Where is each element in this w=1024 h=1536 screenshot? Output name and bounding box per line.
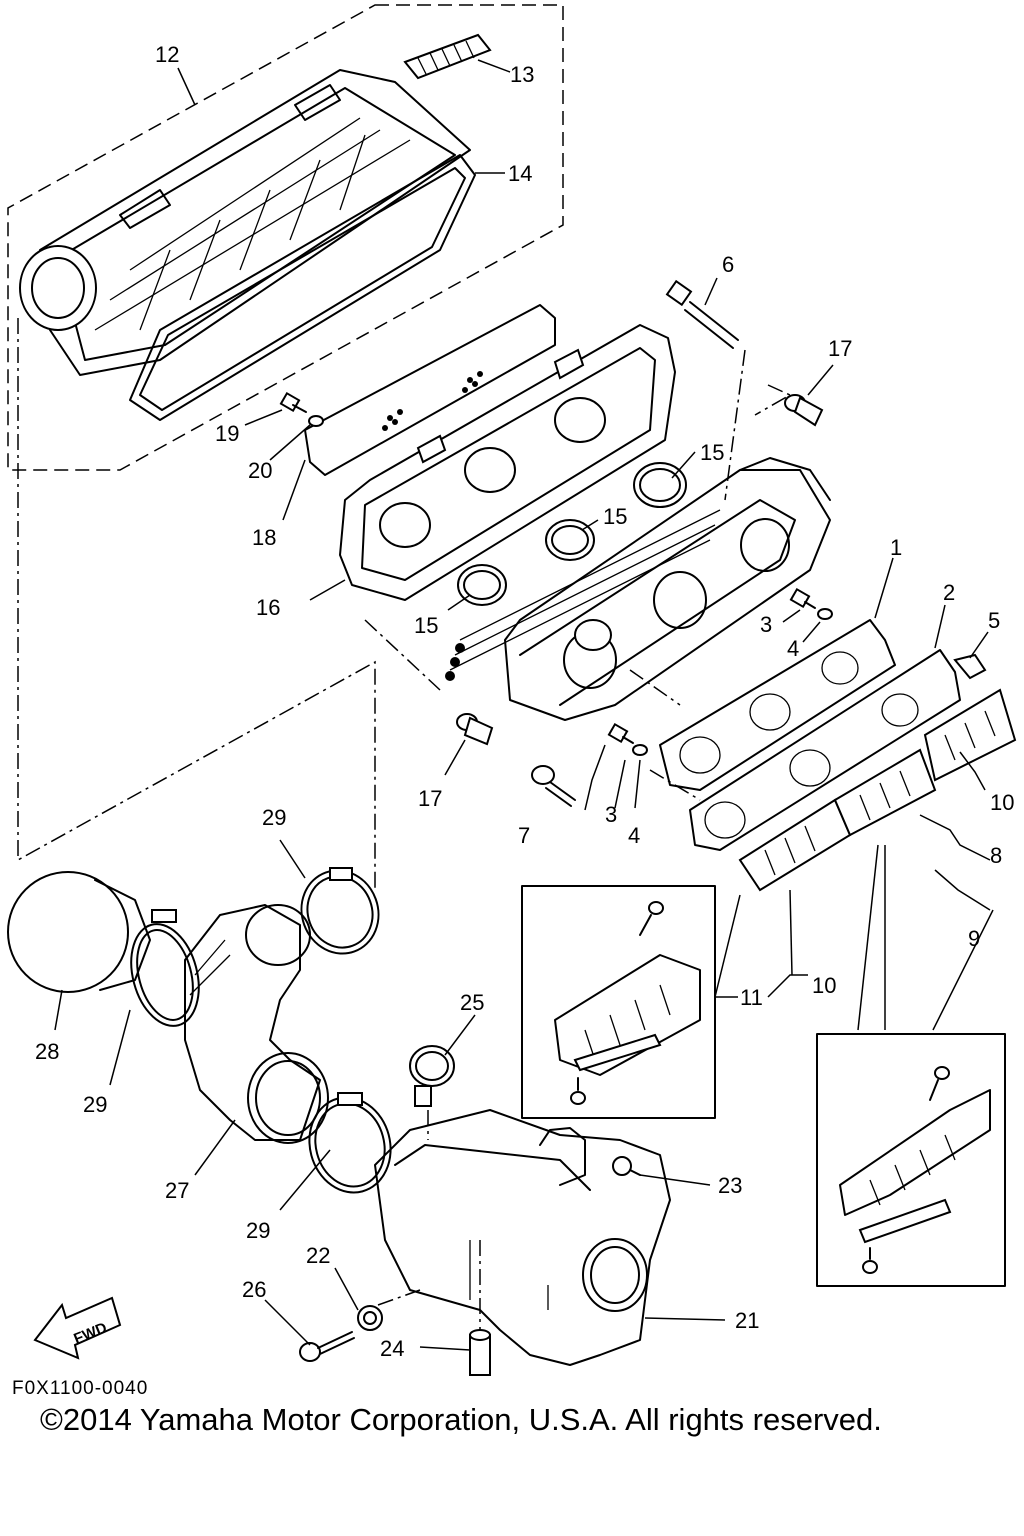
part-15-o-ring-inner [639, 468, 681, 502]
callout-4: 4 [787, 636, 799, 661]
assembly-line-plates [629, 669, 701, 801]
callout-3: 3 [605, 802, 617, 827]
leader-lines [54, 59, 994, 1351]
callout-5: 5 [988, 608, 1000, 633]
assembly-line-housing [377, 1110, 481, 1330]
part-15-o-ring-inner [551, 525, 589, 555]
callout-labels: 12 13 14 6 17 15 15 15 16 19 20 18 1 2 5… [35, 42, 1014, 1361]
assembly-line-frame [364, 619, 441, 691]
part-7-bolt [531, 765, 576, 807]
callout-29: 29 [83, 1092, 107, 1117]
callout-23: 23 [718, 1173, 742, 1198]
callout-8: 8 [990, 843, 1002, 868]
callout-25: 25 [460, 990, 484, 1015]
part-15-o-ring-inner [463, 570, 501, 600]
part-12-filter-case [19, 69, 471, 376]
assembly-line-bolt-6 [724, 349, 746, 501]
part-18-plate [304, 304, 556, 476]
part-8-reed-valve [833, 748, 937, 837]
part-5-clip [953, 653, 987, 680]
part-19-screw [279, 391, 307, 413]
part-1-throttle-body [445, 457, 831, 721]
part-22-grommet [357, 1305, 383, 1331]
callout-29: 29 [246, 1218, 270, 1243]
part-10-reed-valve [738, 798, 852, 892]
part-29-hose-clamp [308, 1092, 392, 1194]
callout-15: 15 [603, 504, 627, 529]
part-21-intake-housing [374, 1109, 671, 1366]
part-27-intake-duct [184, 904, 329, 1144]
callout-15: 15 [414, 613, 438, 638]
callout-12: 12 [155, 42, 179, 67]
callout-22: 22 [306, 1243, 330, 1268]
callout-13: 13 [510, 62, 534, 87]
callout-27: 27 [165, 1178, 189, 1203]
assembly-line-filter-cap [17, 318, 376, 890]
callout-21: 21 [735, 1308, 759, 1333]
part-3-bolt [607, 722, 634, 744]
part-15-o-ring [633, 462, 687, 508]
callout-28: 28 [35, 1039, 59, 1064]
part-29-hose-clamp [300, 867, 380, 955]
part-6-bolt [665, 279, 739, 349]
inset-box-reed-valve-9 [816, 1033, 1006, 1287]
callout-17: 17 [418, 786, 442, 811]
part-13-filter-element [403, 33, 492, 80]
assembly-line-cap [754, 384, 792, 416]
part-4-washer [817, 608, 833, 620]
callout-4: 4 [628, 823, 640, 848]
air-box-group-outline [7, 4, 564, 471]
copyright-notice: ©2014 Yamaha Motor Corporation, U.S.A. A… [40, 1402, 882, 1437]
callout-19: 19 [215, 421, 239, 446]
callout-24: 24 [380, 1336, 404, 1361]
part-17-cap [456, 713, 494, 746]
part-15-o-ring [457, 564, 507, 606]
callout-11: 11 [740, 985, 763, 1010]
callout-29: 29 [262, 805, 286, 830]
part-1-2-gasket-plates [659, 619, 961, 851]
callout-17: 17 [828, 336, 852, 361]
fwd-arrow: FWD [33, 1296, 122, 1360]
part-10-reed-valve [923, 688, 1017, 782]
callout-20: 20 [248, 458, 272, 483]
part-20-washer [308, 415, 324, 427]
part-11-reed-valve-detail [554, 901, 701, 1105]
callout-7: 7 [518, 823, 530, 848]
inset-box-reed-valve-11 [521, 885, 716, 1119]
callout-15: 15 [700, 440, 724, 465]
part-23-bolt [612, 1156, 641, 1176]
part-3-bolt [789, 587, 816, 609]
part-16-intake-frame [339, 324, 676, 601]
callout-14: 14 [508, 161, 532, 186]
part-4-washer [632, 744, 648, 756]
part-25-clamp [409, 1045, 455, 1107]
callout-18: 18 [252, 525, 276, 550]
part-9-reed-valve-detail [839, 1066, 991, 1274]
callout-6: 6 [722, 252, 734, 277]
callout-16: 16 [256, 595, 280, 620]
part-26-bolt [299, 1331, 355, 1362]
callout-10: 10 [990, 790, 1014, 815]
part-15-o-ring [545, 519, 595, 561]
figure-code: F0X1100-0040 [12, 1378, 149, 1399]
callout-1: 1 [890, 535, 902, 560]
callout-9: 9 [968, 926, 980, 951]
callout-2: 2 [943, 580, 955, 605]
callout-3: 3 [760, 612, 772, 637]
callout-26: 26 [242, 1277, 266, 1302]
callout-10: 10 [812, 973, 836, 998]
part-29-hose-clamp [130, 909, 200, 1027]
part-17-cap [784, 394, 824, 427]
part-28-cap [7, 871, 151, 993]
part-24-sensor [469, 1329, 491, 1376]
part-14-seal [129, 154, 476, 421]
